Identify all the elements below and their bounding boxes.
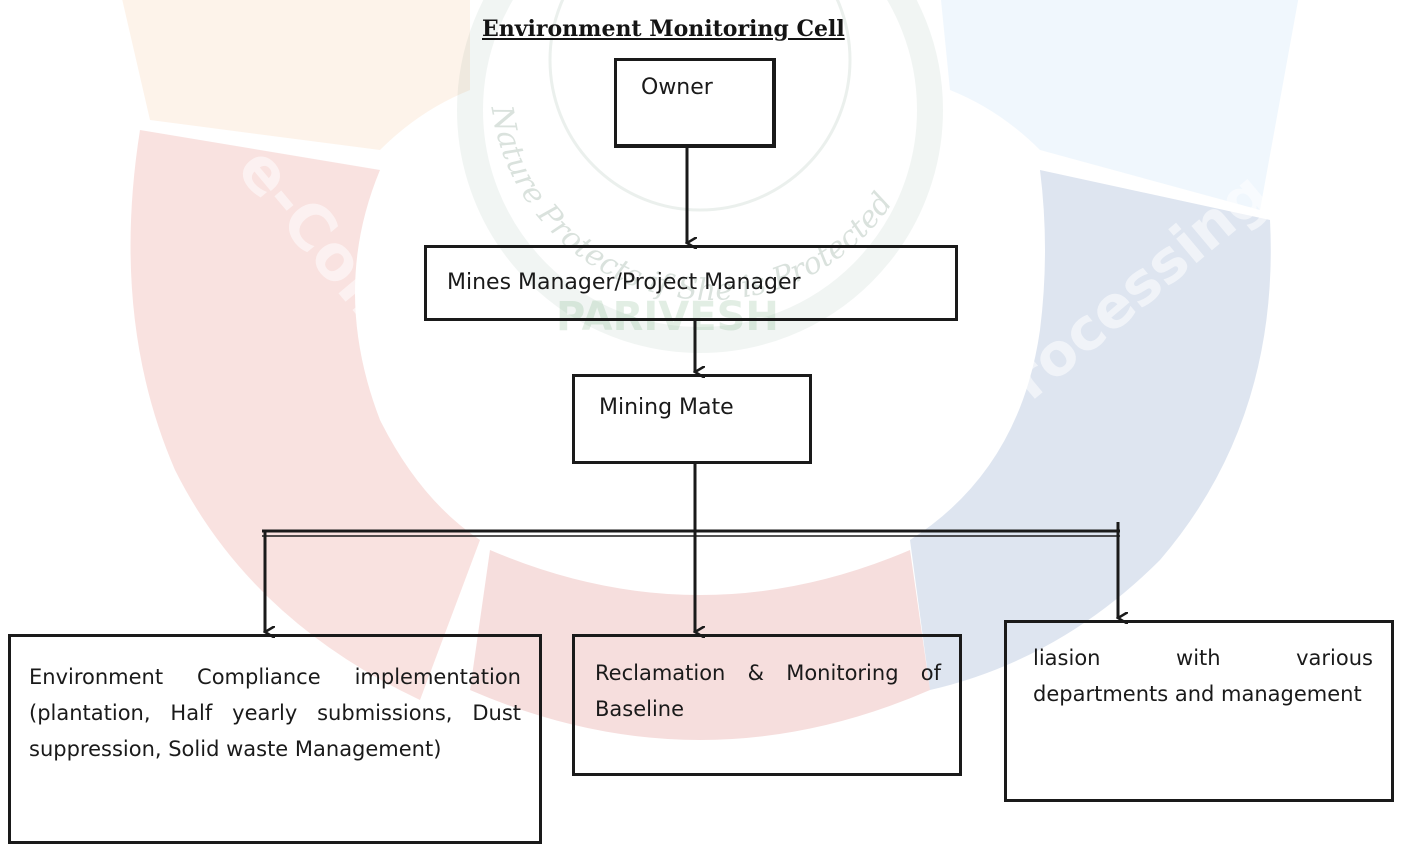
- node-owner: Owner: [614, 58, 776, 148]
- watermark-label-payments: e-Payments: [552, 471, 869, 527]
- diagram-title: Environment Monitoring Cell: [482, 16, 845, 42]
- node-mining-mate: Mining Mate: [572, 374, 812, 464]
- node-environment-compliance: Environment Compliance implementation (p…: [8, 634, 542, 844]
- watermark-segment-top-left: [122, 0, 470, 150]
- node-environment-compliance-label: Environment Compliance implementation (p…: [29, 665, 521, 761]
- node-reclamation-label: Reclamation & Monitoring of Baseline: [595, 661, 941, 721]
- node-liaison: liasion with various departments and man…: [1004, 620, 1394, 802]
- watermark-seal-circle: [548, 0, 852, 212]
- watermark-ring: [457, 0, 943, 353]
- watermark-segment-payments: [470, 550, 930, 740]
- node-mines-manager-label: Mines Manager/Project Manager: [447, 270, 801, 295]
- node-mining-mate-label: Mining Mate: [599, 395, 734, 420]
- node-owner-label: Owner: [641, 75, 713, 100]
- node-mines-manager: Mines Manager/Project Manager: [424, 245, 958, 321]
- watermark-segment-processing: [910, 170, 1271, 690]
- watermark-segment-top-right: [941, 0, 1299, 210]
- watermark-segment-compliance: [130, 130, 480, 700]
- node-liaison-label: liasion with various departments and man…: [1033, 646, 1373, 706]
- watermark-emblem-label: PARIVESH: [556, 294, 779, 340]
- node-reclamation: Reclamation & Monitoring of Baseline: [572, 634, 962, 776]
